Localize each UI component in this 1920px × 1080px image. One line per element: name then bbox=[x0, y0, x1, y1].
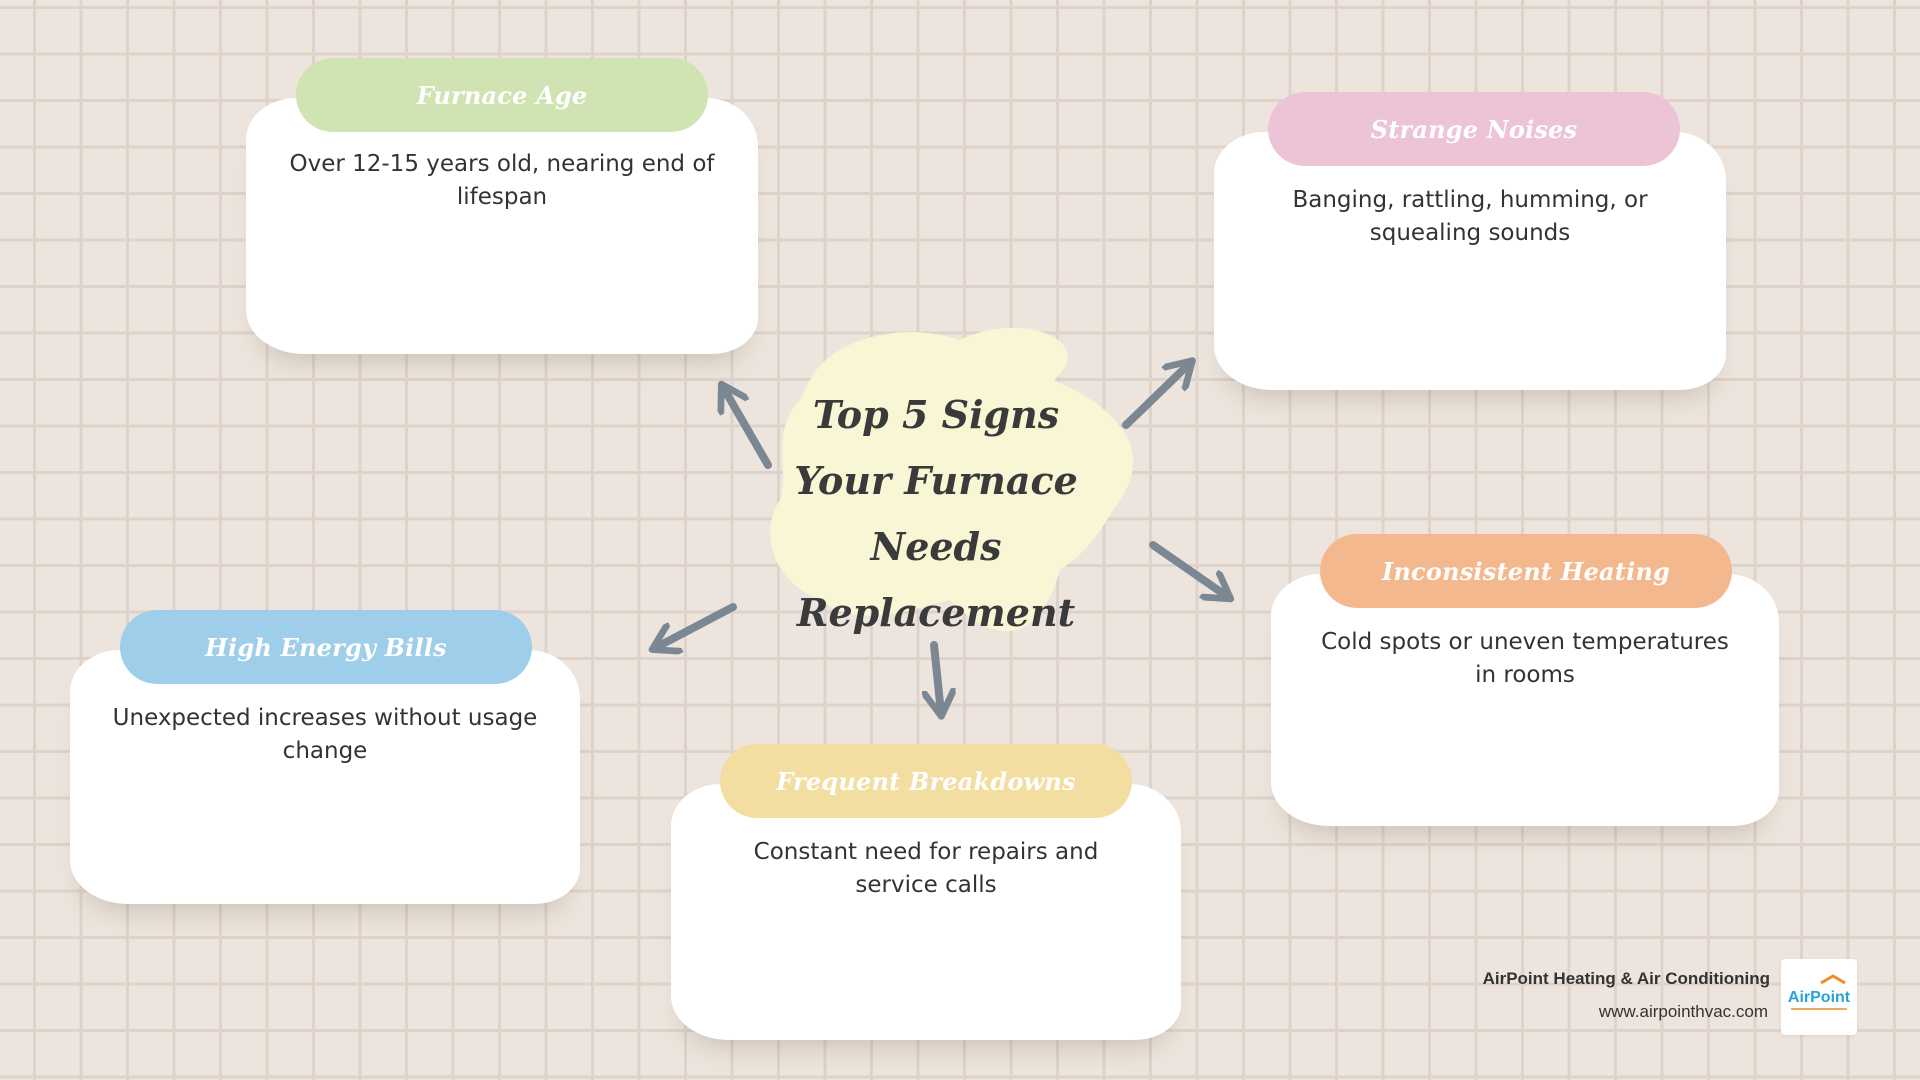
sign-title-pill: Inconsistent Heating bbox=[1320, 534, 1732, 608]
company-name: AirPoint Heating & Air Conditioning bbox=[1482, 969, 1770, 988]
center-blob-shape bbox=[770, 327, 1134, 632]
sign-card-high-energy-bills: High Energy Bills Unexpected increases w… bbox=[70, 610, 580, 904]
sign-description: Constant need for repairs and service ca… bbox=[753, 839, 1099, 898]
sign-description: Cold spots or uneven temperatures in roo… bbox=[1321, 629, 1729, 688]
card-body bbox=[246, 98, 758, 354]
sign-card-strange-noises: Strange Noises Banging, rattling, hummin… bbox=[1214, 92, 1726, 390]
arrow-to-strange-noises bbox=[1122, 363, 1190, 429]
center-blob bbox=[770, 327, 1134, 632]
sign-title-pill: Frequent Breakdowns bbox=[720, 744, 1132, 818]
sign-description: Over 12-15 years old, nearing end of lif… bbox=[289, 151, 715, 210]
arrow-to-high-energy-bills bbox=[655, 603, 737, 648]
arrow-to-furnace-age bbox=[723, 387, 772, 469]
company-logo: AirPoint bbox=[1781, 959, 1857, 1035]
sign-card-furnace-age: Furnace Age Over 12-15 years old, nearin… bbox=[246, 58, 758, 354]
company-website[interactable]: www.airpointhvac.com bbox=[1598, 1002, 1768, 1021]
sign-title-pill: Strange Noises bbox=[1268, 92, 1680, 166]
sign-title-pill: High Energy Bills bbox=[120, 610, 532, 684]
sign-card-frequent-breakdowns: Frequent Breakdowns Constant need for re… bbox=[671, 744, 1181, 1040]
sign-description: Unexpected increases without usage chang… bbox=[112, 705, 538, 764]
logo-roof bbox=[1820, 974, 1846, 985]
arrow-to-frequent-breakdowns bbox=[934, 641, 941, 713]
logo-icon: AirPoint bbox=[1788, 974, 1851, 1010]
card-body bbox=[1214, 132, 1726, 390]
sign-card-inconsistent-heating: Inconsistent Heating Cold spots or uneve… bbox=[1271, 534, 1779, 826]
sign-title-pill: Furnace Age bbox=[296, 58, 708, 132]
card-body bbox=[70, 650, 580, 904]
sign-description: Banging, rattling, humming, or squealing… bbox=[1292, 187, 1648, 246]
logo-wordmark: AirPoint bbox=[1788, 989, 1851, 1006]
card-body bbox=[1271, 574, 1779, 826]
arrow-to-inconsistent-heating bbox=[1149, 541, 1228, 597]
card-body bbox=[671, 784, 1181, 1040]
diagram-title: Top 5 Signs Your Furnace Needs Replaceme… bbox=[794, 392, 1078, 635]
